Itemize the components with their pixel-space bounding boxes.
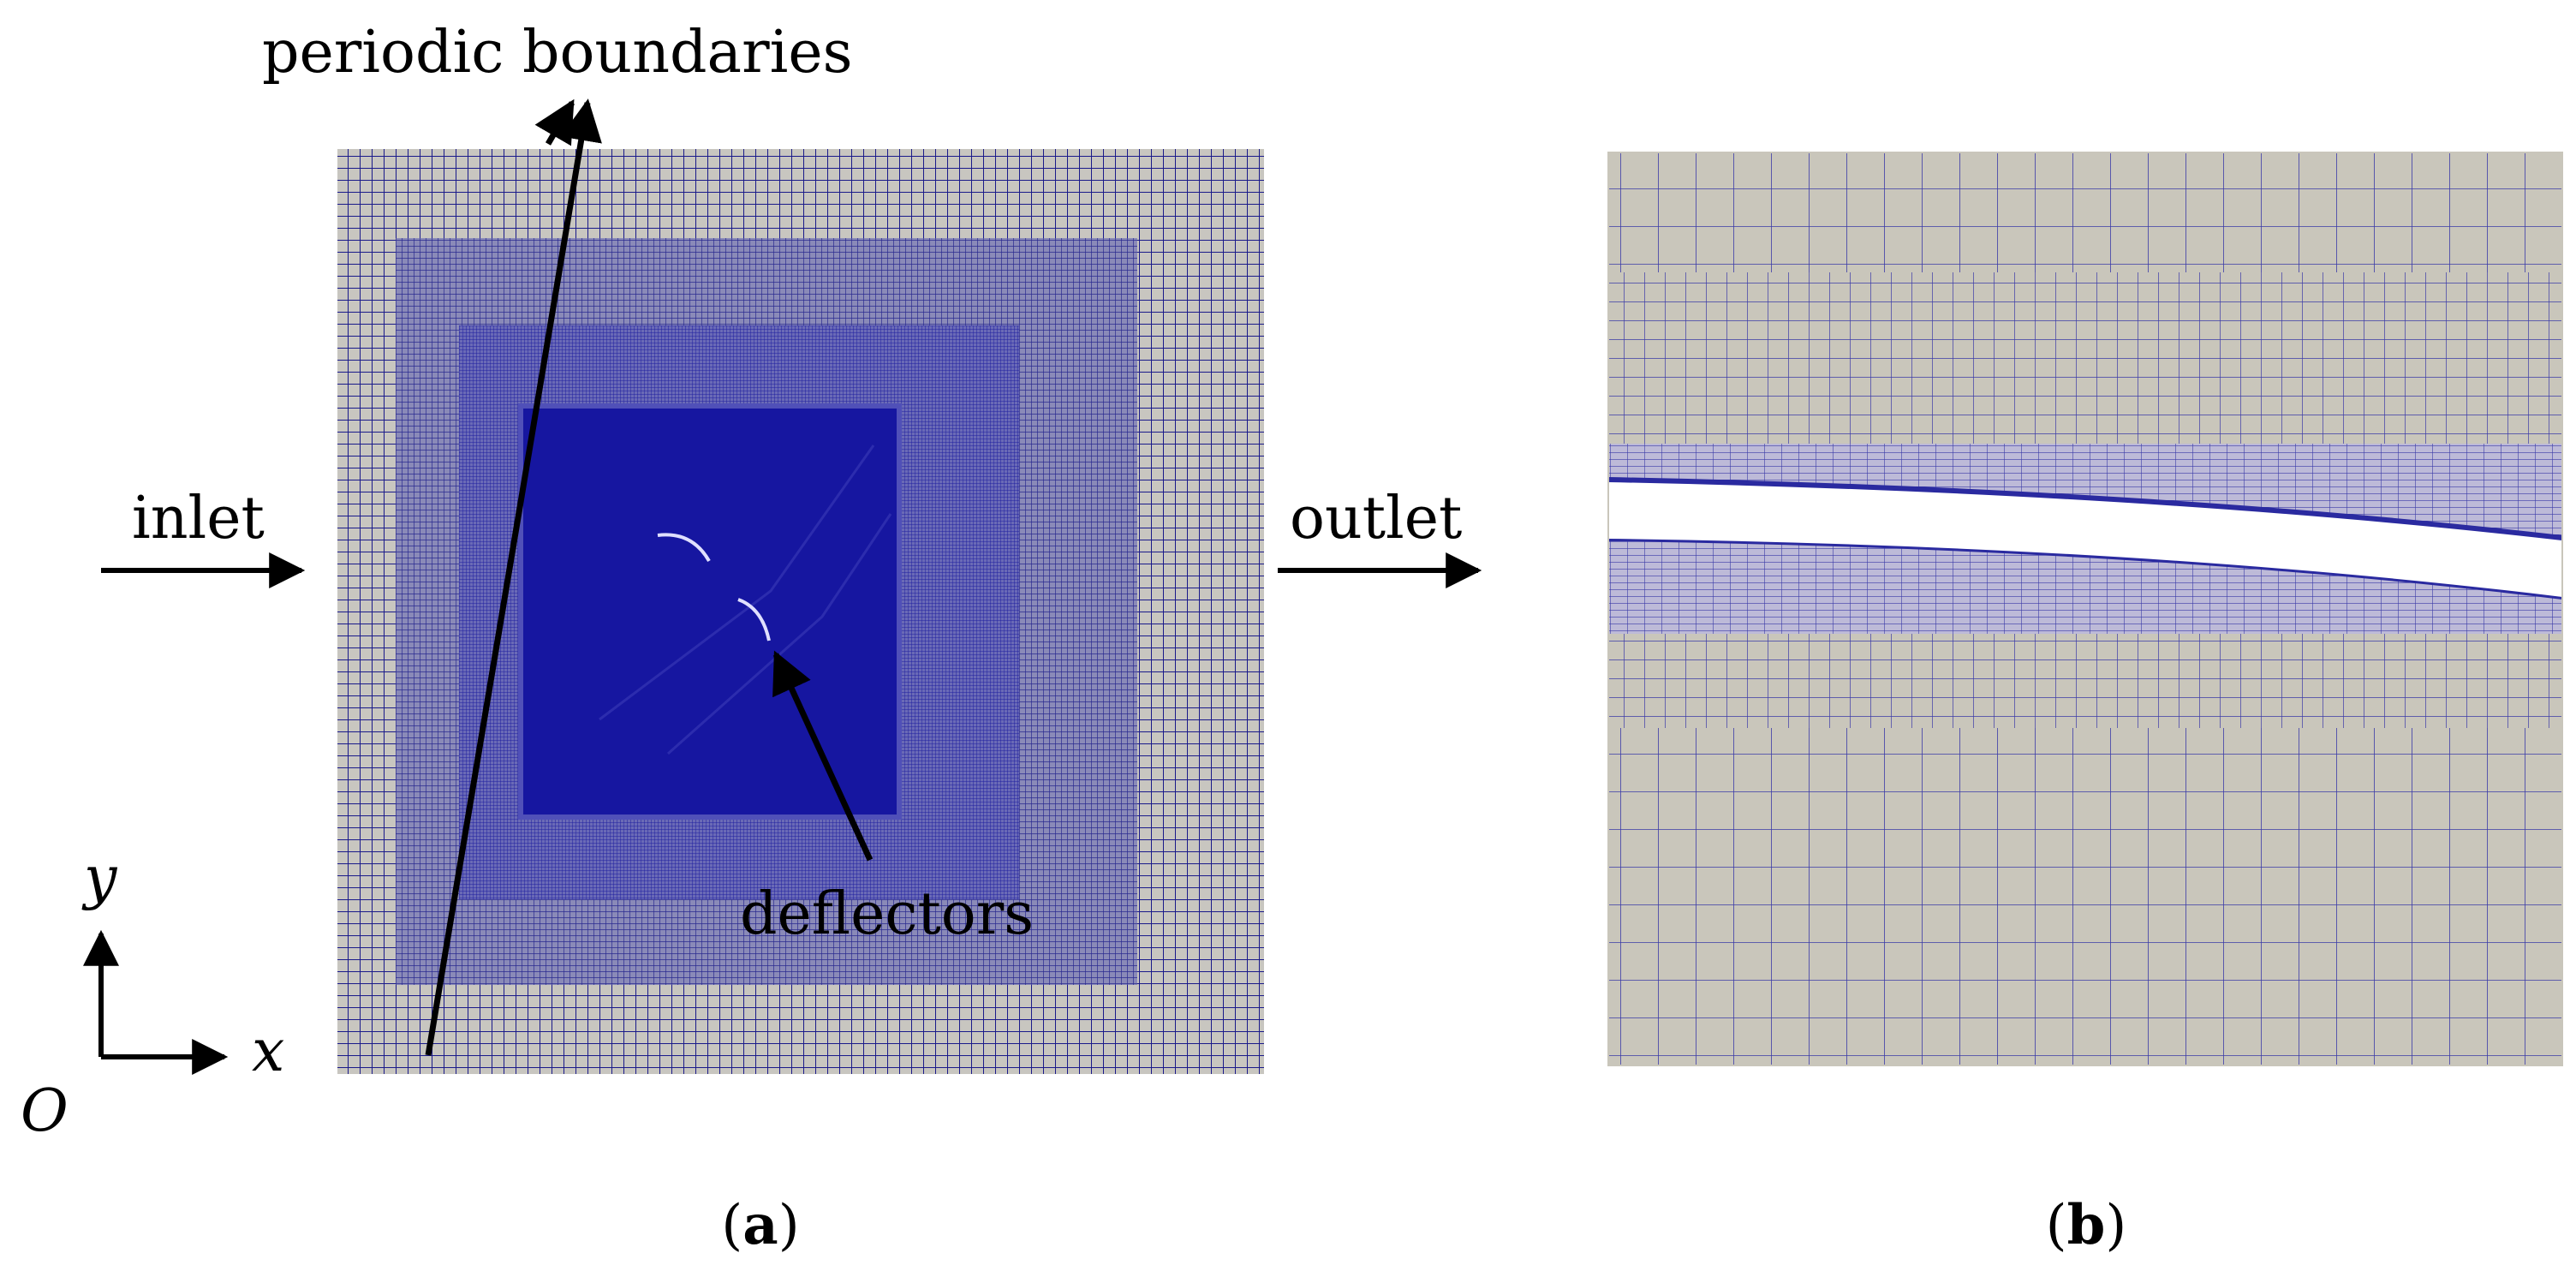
mesh-b-top-coarse <box>1608 152 2562 272</box>
mesh-b-bottom-medium <box>1608 634 2562 728</box>
caption-a: (a) <box>721 1193 799 1257</box>
mesh-zone-core <box>518 403 902 820</box>
mesh-b-top-medium <box>1608 272 2562 444</box>
mesh-b-bottom-boundary-layer <box>1608 541 2562 634</box>
deflector-gap <box>1608 480 2562 600</box>
mesh-b-bottom-coarse <box>1608 728 2562 1065</box>
periodic-boundaries-label: periodic boundaries <box>262 19 852 87</box>
axis-y-label: y <box>81 844 118 912</box>
wake-lines <box>599 445 892 755</box>
panel-b-frame <box>1607 152 2563 1066</box>
deflector-2 <box>737 598 771 641</box>
outlet-label: outlet <box>1290 485 1462 552</box>
origin-label: O <box>21 1077 69 1145</box>
deflectors-arrow <box>772 650 874 862</box>
periodic-boundaries-arrow-2 <box>534 98 575 146</box>
deflector-1 <box>657 533 711 563</box>
deflectors-label: deflectors <box>740 880 1034 948</box>
panel-b: (b) <box>1607 152 2563 1257</box>
deflector-upper-surface <box>1608 477 2562 540</box>
axis-x-label: x <box>252 1017 284 1085</box>
inlet-label: inlet <box>132 485 265 552</box>
periodic-boundaries-arrow-1 <box>425 98 602 1056</box>
panel-a: periodic boundaries inlet outlet deflect… <box>21 19 1482 1257</box>
caption-b: (b) <box>2046 1193 2127 1257</box>
